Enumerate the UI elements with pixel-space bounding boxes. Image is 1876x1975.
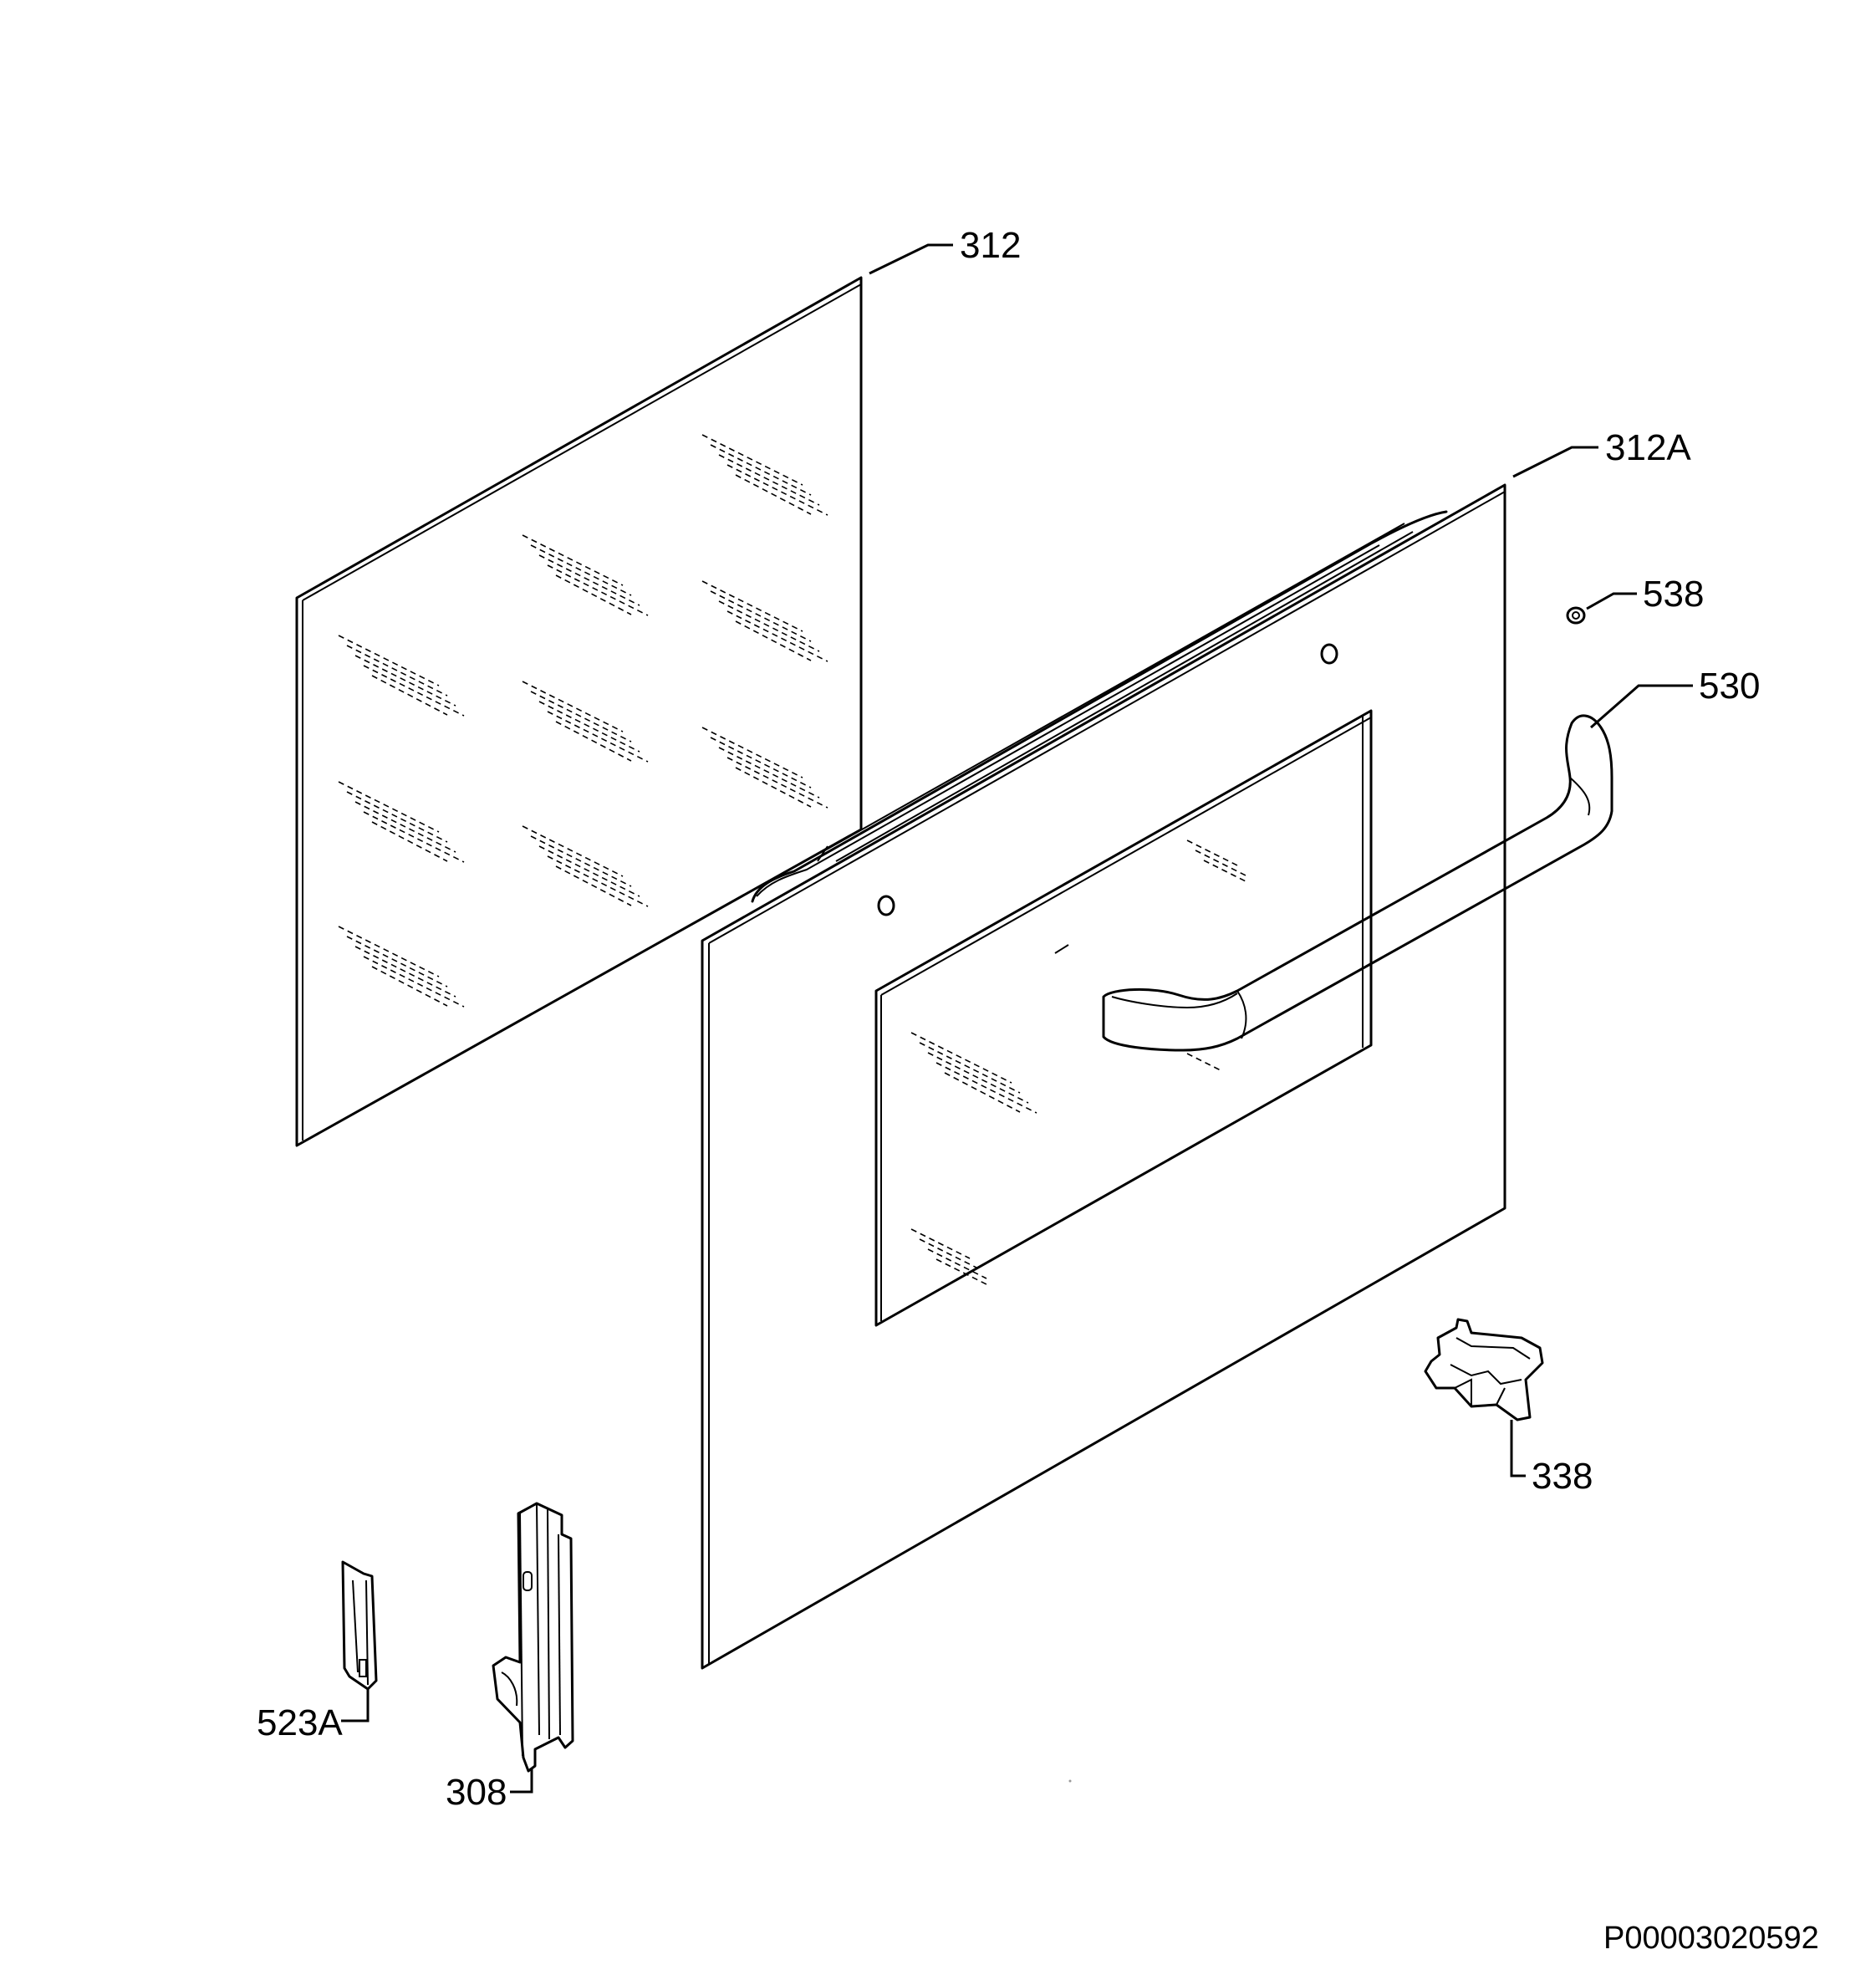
- door-handle: [1102, 714, 1613, 1052]
- callout-label-530: 530: [1699, 666, 1760, 707]
- inner-glass-panel: [295, 276, 863, 1147]
- hinge-receiver: [341, 1560, 378, 1691]
- callout-308: 308: [446, 1768, 533, 1813]
- handle-screw: [1566, 606, 1586, 625]
- callout-530: 530: [1590, 666, 1760, 729]
- door-hinge: [492, 1502, 574, 1773]
- callout-label-538: 538: [1643, 574, 1704, 615]
- callout-312A: 312A: [1512, 427, 1691, 478]
- callout-label-523A: 523A: [257, 1702, 343, 1743]
- document-code: P00003020592: [1603, 1921, 1819, 1956]
- callout-label-338: 338: [1532, 1456, 1593, 1497]
- callout-312: 312: [869, 225, 1021, 275]
- callout-label-308: 308: [446, 1772, 507, 1813]
- door-catch: [1424, 1318, 1544, 1421]
- callout-523A: 523A: [257, 1689, 370, 1743]
- callout-338: 338: [1510, 1420, 1593, 1497]
- callout-label-312A: 312A: [1605, 427, 1691, 468]
- stray-dot: [1068, 1779, 1072, 1783]
- outer-door-glass: [701, 483, 1506, 1670]
- callout-label-312: 312: [960, 225, 1021, 266]
- callout-538: 538: [1586, 574, 1704, 615]
- glass-pattern: [338, 434, 828, 1008]
